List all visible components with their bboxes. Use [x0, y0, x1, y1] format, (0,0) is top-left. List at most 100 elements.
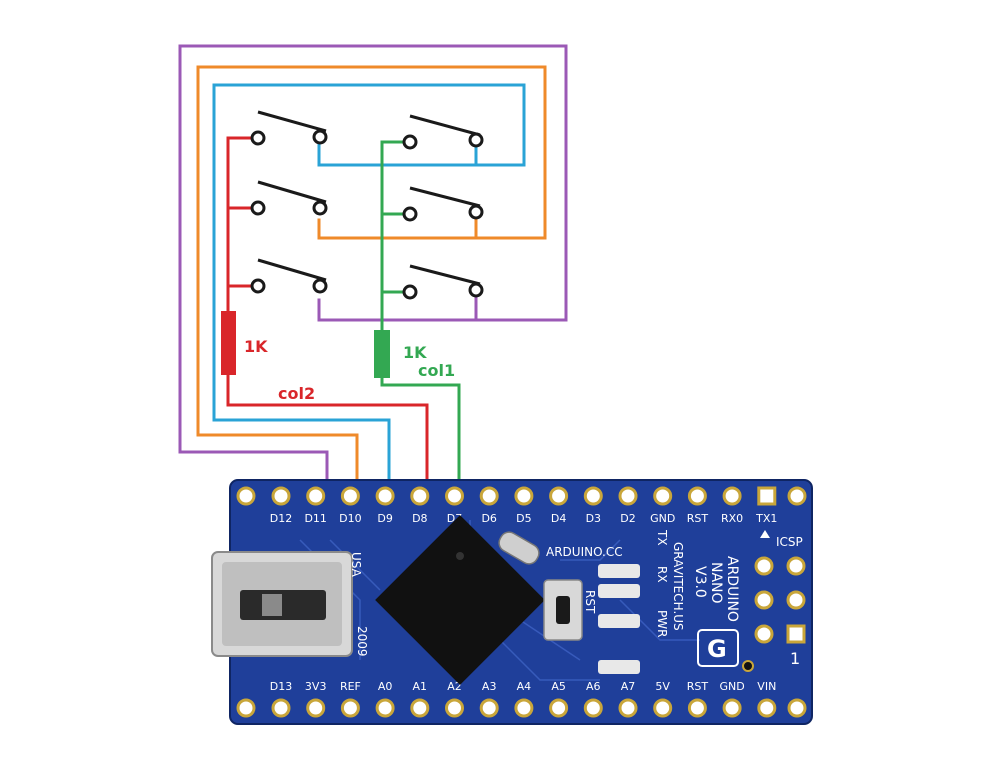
pin-hole-bottom [722, 698, 742, 718]
pin-label-bottom: 3V3 [305, 680, 327, 693]
pin-label-bottom: VIN [757, 680, 776, 693]
pin-label-top: RX0 [721, 512, 743, 525]
gravitech-logo: G [697, 629, 739, 667]
pin-hole-top [549, 486, 569, 506]
logo-glyph: G [707, 635, 727, 663]
switch-terminal [312, 200, 328, 216]
pin-hole-bottom [375, 698, 395, 718]
switch-terminal [468, 132, 484, 148]
pin-label-top: D6 [481, 512, 496, 525]
pin-label-top: D12 [270, 512, 292, 525]
pin-hole-top [340, 486, 360, 506]
board-text-pwr: PWR [655, 610, 669, 637]
pin-hole-top [375, 486, 395, 506]
pin-label-top: D9 [377, 512, 392, 525]
pin-hole-bottom [583, 698, 603, 718]
switch-terminal [250, 130, 266, 146]
board-text-rx: RX [655, 566, 669, 583]
pin-label-top: D8 [412, 512, 427, 525]
pin-hole-bottom [479, 698, 499, 718]
pin-hole-bottom [687, 698, 707, 718]
pin-label-top: TX1 [755, 512, 777, 525]
resistor-right-label: 1K [403, 343, 427, 362]
pin-label-bottom: GND [719, 680, 744, 693]
mounting-hole [236, 486, 256, 506]
pin-label-bottom: 5V [655, 680, 670, 693]
switch-r1-c2 [250, 110, 328, 146]
pin-hole-bottom [653, 698, 673, 718]
pin-label-bottom: A5 [551, 680, 566, 693]
microcontroller-chip [375, 515, 545, 685]
switch-terminal [468, 282, 484, 298]
pin-hole-top [479, 486, 499, 506]
switch-r2-c1 [402, 186, 484, 222]
board-text-year: 2009 [355, 626, 369, 657]
resistor-right [374, 330, 390, 378]
pin-hole-bottom [306, 698, 326, 718]
pin-label-bottom: A6 [586, 680, 601, 693]
pin-hole-top [757, 486, 777, 506]
wire-purple-row3 [178, 44, 568, 494]
led-tx [598, 564, 640, 578]
pin-hole-top [722, 486, 742, 506]
usb-connector [211, 551, 353, 657]
led-pwr [598, 614, 640, 628]
board-text-tx: TX [655, 529, 669, 546]
pin-label-top: RST [687, 512, 709, 525]
status-leds [598, 564, 640, 674]
switch-terminal [402, 134, 418, 150]
pin-label-bottom: A2 [447, 680, 462, 693]
pin-label-top: D4 [551, 512, 566, 525]
pin-hole-bottom [340, 698, 360, 718]
board-text-icsp: ICSP [776, 535, 803, 549]
wire-green-col1 [380, 140, 461, 494]
mounting-hole [787, 486, 807, 506]
board-text-brand1: ARDUINO [724, 556, 740, 622]
icsp-header [754, 556, 806, 644]
switch-terminal [402, 206, 418, 222]
switch-terminal [312, 129, 328, 145]
pin-label-top: D10 [339, 512, 361, 525]
crystal-oscillator [498, 531, 540, 565]
pin-label-top: GND [650, 512, 675, 525]
pin-hole-bottom [271, 698, 291, 718]
pin-label-top: D5 [516, 512, 531, 525]
pin-label-bottom: D13 [270, 680, 292, 693]
switches [250, 110, 484, 300]
reset-button[interactable] [543, 579, 583, 641]
mounting-hole [787, 698, 807, 718]
switch-r3-c1 [402, 264, 484, 300]
led-rx [598, 584, 640, 598]
pin-label-bottom: A0 [378, 680, 393, 693]
pin-hole-top [445, 486, 464, 506]
pin-hole-bottom [410, 698, 430, 718]
wires [178, 44, 568, 494]
pin-hole-bottom [618, 698, 638, 718]
switch-terminal [402, 284, 418, 300]
mounting-hole [236, 698, 256, 718]
pin-hole-top [653, 486, 673, 506]
pin-label-top: D2 [620, 512, 635, 525]
switch-terminal [468, 204, 484, 220]
board-text-brand2: NANO [708, 562, 724, 604]
pin-hole-top [514, 486, 534, 506]
pin-hole-top [583, 486, 603, 506]
col2-label: col2 [278, 384, 315, 403]
pin-label-bottom: A3 [482, 680, 497, 693]
pin-hole-bottom [757, 698, 777, 718]
pin-label-bottom: A7 [621, 680, 636, 693]
vin-pad [742, 660, 754, 672]
pin-label-top: D3 [586, 512, 601, 525]
pin-hole-bottom [445, 698, 464, 718]
pin-label-top: D11 [304, 512, 326, 525]
pin-hole-top [687, 486, 707, 506]
pin-hole-bottom [514, 698, 534, 718]
board-text-rst: RST [583, 590, 597, 614]
resistor-left-label: 1K [244, 337, 268, 356]
wire-blue-row1 [212, 83, 526, 494]
pin-hole-top [618, 486, 638, 506]
